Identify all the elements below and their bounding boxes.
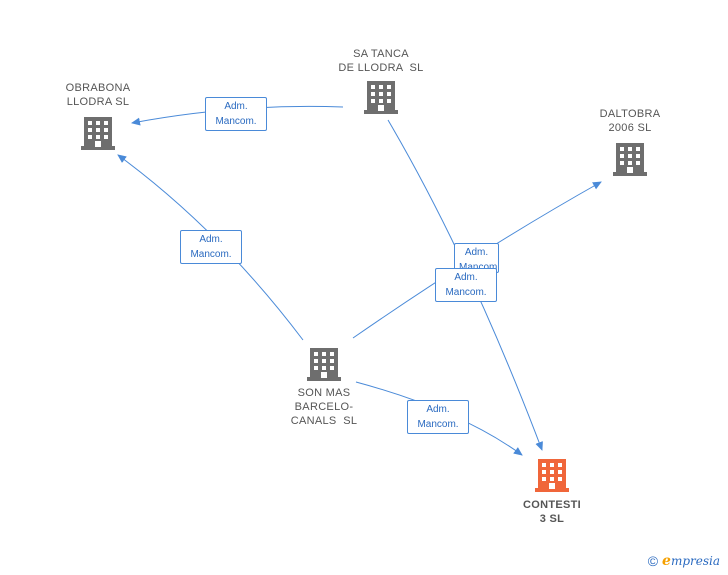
- building-icon: [364, 81, 398, 114]
- relation-label[interactable]: Adm. Mancom.: [435, 268, 497, 302]
- node-son-mas[interactable]: SON MAS BARCELO- CANALS SL: [272, 346, 376, 428]
- building-icon: [81, 117, 115, 150]
- node-label: SA TANCA DE LLODRA SL: [338, 48, 424, 74]
- brand-logo: empresia: [662, 553, 720, 569]
- node-label: CONTESTI 3 SL: [522, 499, 581, 525]
- building-icon: [535, 459, 569, 492]
- copyright-icon: ©: [647, 553, 659, 569]
- node-daltobra[interactable]: DALTOBRA 2006 SL: [580, 107, 680, 177]
- relation-label[interactable]: Adm. Mancom.: [205, 97, 267, 131]
- node-label: SON MAS BARCELO- CANALS SL: [290, 387, 358, 427]
- node-sa-tanca[interactable]: SA TANCA DE LLODRA SL: [325, 47, 437, 115]
- building-icon: [307, 348, 341, 381]
- brand-footer[interactable]: © empresia: [648, 553, 720, 569]
- relation-label[interactable]: Adm. Mancom.: [180, 230, 242, 264]
- building-icon: [613, 143, 647, 176]
- node-label: DALTOBRA 2006 SL: [599, 108, 661, 134]
- node-contesti[interactable]: CONTESTI 3 SL: [500, 457, 604, 526]
- node-label: OBRABONA LLODRA SL: [65, 82, 131, 108]
- relation-label[interactable]: Adm. Mancom.: [407, 400, 469, 434]
- node-obrabona[interactable]: OBRABONA LLODRA SL: [48, 81, 148, 151]
